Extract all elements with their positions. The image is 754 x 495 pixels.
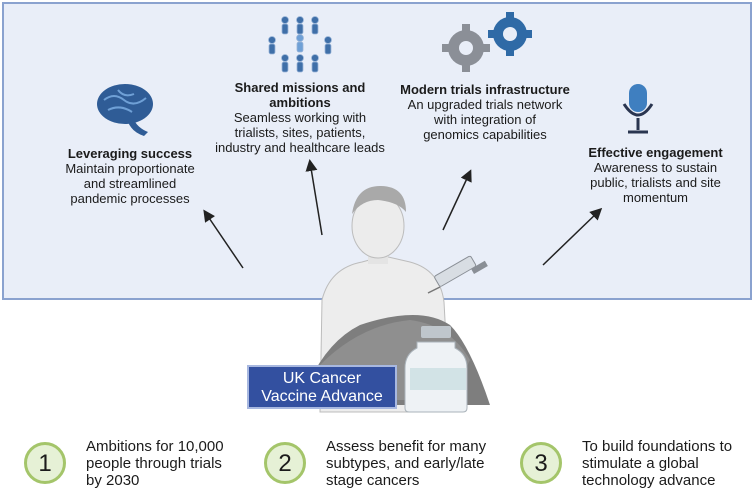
arrow-effective [542,207,603,266]
step-1-number: 1 [24,442,66,484]
microphone-icon [622,84,654,134]
modern-trials-block: Modern trials infrastructure An upgraded… [395,82,575,142]
modern-trials-title: Modern trials infrastructure [400,82,570,97]
shared-missions-body: Seamless working with trialists, sites, … [215,110,385,155]
arrow-modern [442,169,472,231]
effective-engagement-title: Effective engagement [588,145,723,160]
arrow-shared [305,159,323,236]
gears-icon [442,12,532,72]
brand-line-1: UK Cancer [282,370,362,387]
uk-cancer-vaccine-advance-box: UK Cancer Vaccine Advance [247,365,397,409]
arrow-leveraging [203,209,244,269]
people-network-icon [268,16,332,73]
shared-missions-title: Shared missions and ambitions [234,80,366,110]
syringe-icon [427,255,488,294]
shared-missions-block: Shared missions and ambitions Seamless w… [205,80,395,155]
brand-line-2: Vaccine Advance [261,388,383,405]
leveraging-success-body: Maintain proportionate and streamlined p… [65,161,195,206]
step-2-text: Assess benefit for many subtypes, and ea… [326,438,487,489]
leveraging-success-block: Leveraging success Maintain proportionat… [50,146,210,206]
brain-icon [97,84,153,136]
effective-engagement-block: Effective engagement Awareness to sustai… [568,145,743,205]
step-2-number: 2 [264,442,306,484]
modern-trials-body: An upgraded trials network with integrat… [407,97,563,142]
step-1-text: Ambitions for 10,000 people through tria… [86,438,224,489]
effective-engagement-body: Awareness to sustain public, trialists a… [590,160,721,205]
vaccine-vial-icon [404,326,468,413]
step-3-number: 3 [520,442,562,484]
step-3-text: To build foundations to stimulate a glob… [582,438,733,489]
leveraging-success-title: Leveraging success [67,146,193,161]
